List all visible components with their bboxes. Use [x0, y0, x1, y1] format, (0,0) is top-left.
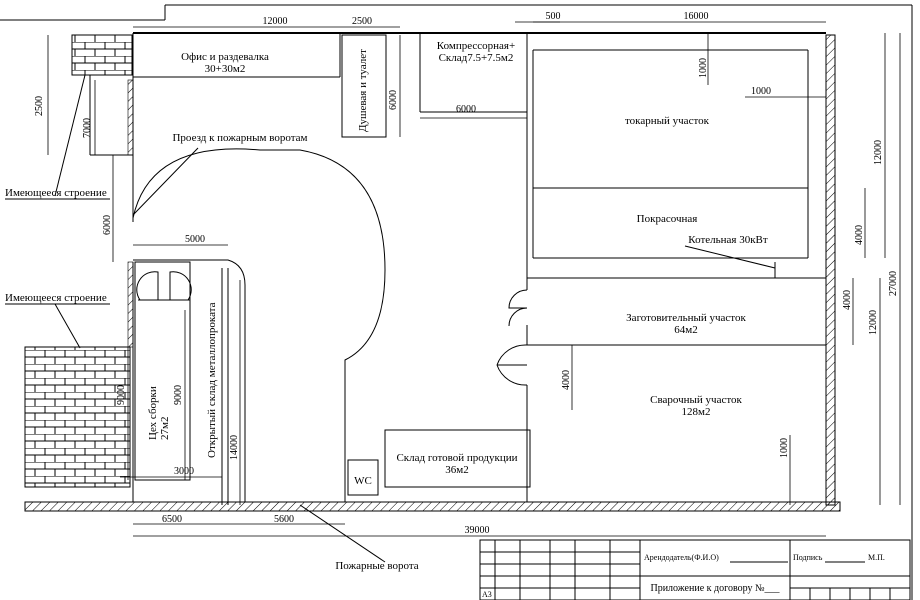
blank-area-label: 64м2 [674, 324, 697, 336]
shower-label: Душевая и туалет [357, 49, 369, 132]
dim-500-top: 500 [546, 11, 561, 22]
dim-14000-storage: 14000 [229, 435, 240, 460]
signature-label: Подпись [793, 553, 823, 562]
warehouse-label: Склад готовой продукции [396, 452, 517, 464]
existing-leader-1 [54, 74, 86, 197]
dim-5000: 5000 [185, 234, 205, 245]
compressor-area-label: Склад7.5+7.5м2 [439, 52, 514, 64]
existing-building-label-2: Имеющееся строение [5, 292, 107, 304]
doors [136, 271, 528, 386]
dim-4000-weld: 4000 [561, 370, 572, 390]
dim-12000-top: 12000 [263, 16, 288, 27]
dim-1000-comp: 1000 [698, 58, 709, 78]
office-label: Офис и раздевалка [181, 51, 269, 63]
blank-label: Заготовительный участок [626, 312, 746, 324]
landlord-label: Арендодатель(Ф.И.О) [644, 553, 719, 562]
dim-6000-left: 6000 [102, 215, 113, 235]
dim-16000-top: 16000 [684, 11, 709, 22]
dim-2500-left: 2500 [34, 96, 45, 116]
passage-leader [132, 147, 199, 216]
compressor-room [419, 33, 527, 113]
turning-label: токарный участок [625, 115, 710, 127]
seal-label: М.П. [868, 553, 885, 562]
assembly-area-label: 27м2 [159, 417, 171, 440]
passage-label: Проезд к пожарным воротам [172, 132, 307, 144]
welding-area-label: 128м2 [682, 406, 711, 418]
dimension-lines [47, 21, 901, 537]
compressor-label: Компрессорная+ [437, 40, 515, 52]
warehouse-area-label: 36м2 [445, 464, 468, 476]
dim-12000-right-a: 12000 [873, 140, 884, 165]
dim-7000-left: 7000 [82, 118, 93, 138]
existing-leader-2 [54, 303, 81, 349]
dim-6000-compressor: 6000 [456, 104, 476, 115]
office-room [133, 33, 341, 78]
fire-gates-label: Пожарные ворота [335, 560, 418, 572]
shower-room [341, 34, 387, 138]
dim-6500-bottom: 6500 [162, 514, 182, 525]
dim-9000-left: 9000 [116, 385, 127, 405]
existing-building-top [71, 34, 133, 76]
dim-5600-bottom: 5600 [274, 514, 294, 525]
sheet-format-label: А3 [482, 590, 492, 599]
existing-building-left [24, 346, 131, 488]
dim-3000: 3000 [174, 466, 194, 477]
assembly-room [134, 261, 191, 481]
dim-39000-bottom: 39000 [465, 525, 490, 536]
building-walls [24, 32, 841, 512]
wc-label: WC [354, 475, 372, 487]
painting-label: Покрасочная [637, 213, 698, 225]
warehouse-room [384, 429, 531, 488]
boiler-leader [684, 245, 776, 269]
open-storage [221, 268, 229, 505]
welding-label: Сварочный участок [650, 394, 742, 406]
open-storage-label: Открытый склад металлопроката [206, 302, 218, 458]
title-block [479, 539, 911, 600]
workshop-block [526, 33, 826, 502]
dim-4000-paint: 4000 [854, 225, 865, 245]
dim-4000-right: 4000 [842, 290, 853, 310]
office-area-label: 30+30м2 [205, 63, 246, 75]
boiler-label: Котельная 30кВт [688, 234, 768, 246]
appendix-label: Приложение к договору №___ [650, 583, 780, 594]
wc-room [347, 459, 379, 496]
assembly-label: Цех сборки [147, 386, 159, 440]
sheet-frame [0, 4, 913, 600]
dim-1000-right: 1000 [751, 86, 771, 97]
fire-passage-outline [132, 148, 386, 502]
dim-2500-top: 2500 [352, 16, 372, 27]
dim-12000-right-b: 12000 [868, 310, 879, 335]
dim-6000-shower: 6000 [388, 90, 399, 110]
dim-27000-right: 27000 [888, 271, 899, 296]
fire-gates-leader [299, 504, 386, 563]
dim-1000-bottom: 1000 [779, 438, 790, 458]
dim-9000-assembly: 9000 [173, 385, 184, 405]
